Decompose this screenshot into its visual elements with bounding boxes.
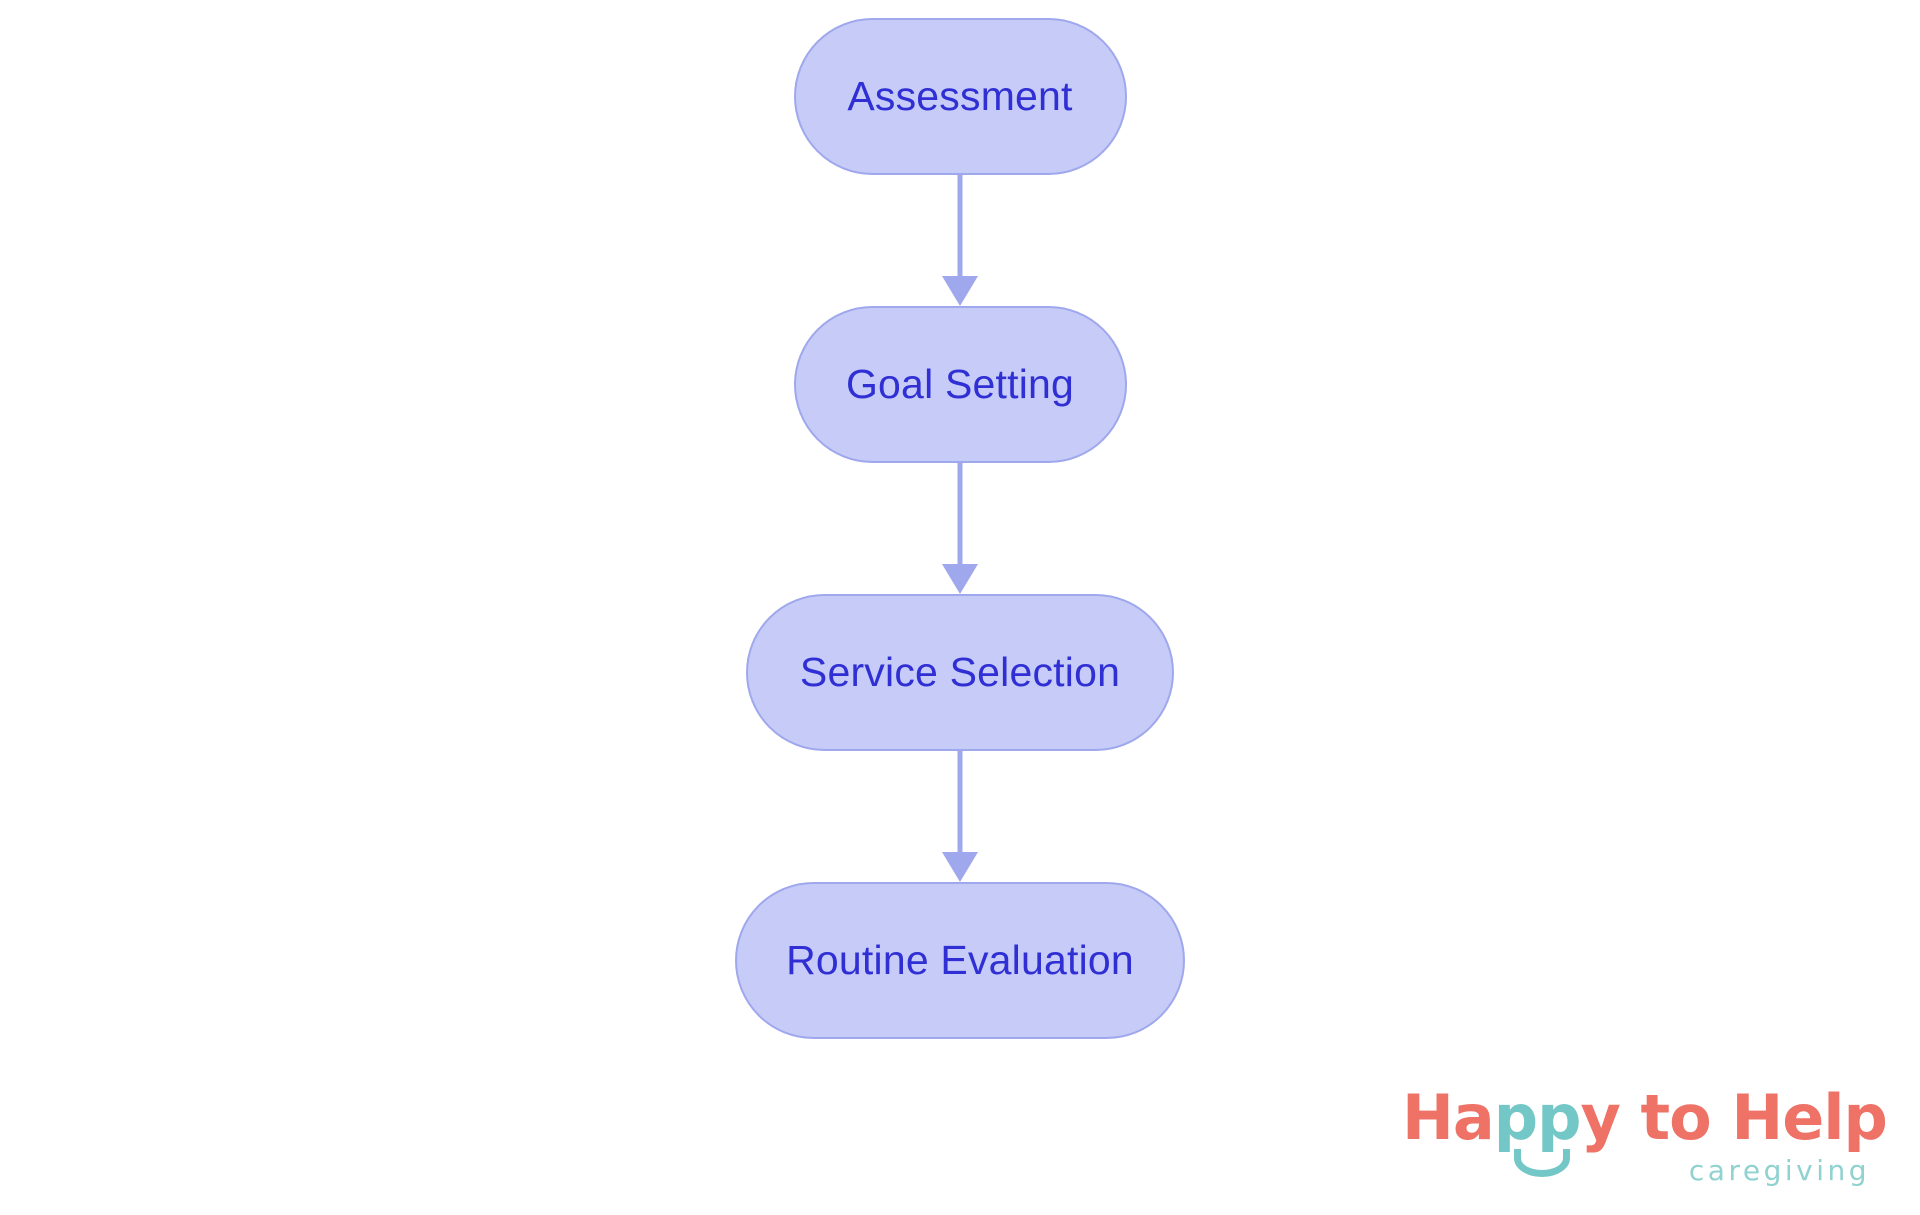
logo-word-part-1: Ha <box>1402 1081 1495 1154</box>
flow-connector-service-selection-to-routine-evaluation <box>940 751 980 882</box>
brand-logo: Happy to Help caregiving <box>1402 1087 1888 1197</box>
flow-node-assessment[interactable]: Assessment <box>793 18 1127 175</box>
flow-node-label: Assessment <box>847 73 1073 119</box>
flow-connector-assessment-to-goal-setting <box>940 175 980 306</box>
flow-node-service-selection[interactable]: Service Selection <box>746 594 1174 751</box>
flow-node-label: Goal Setting <box>845 361 1075 407</box>
flow-column: Assessment Goal Setting Service Selectio… <box>0 18 1920 1039</box>
flow-node-goal-setting[interactable]: Goal Setting <box>793 306 1127 463</box>
connector-line <box>957 751 963 855</box>
connector-line <box>957 463 963 567</box>
logo-wordmark: Happy to Help <box>1402 1087 1888 1149</box>
logo-word-part-3: y to He <box>1580 1081 1825 1154</box>
down-arrow-icon <box>942 852 978 882</box>
flow-node-routine-evaluation[interactable]: Routine Evaluation <box>735 882 1185 1039</box>
logo-word-part-5: p <box>1843 1081 1888 1154</box>
logo-word-part-2: pp <box>1493 1081 1582 1154</box>
down-arrow-icon <box>942 564 978 594</box>
flow-connector-goal-setting-to-service-selection <box>940 463 980 594</box>
connector-line <box>957 175 963 279</box>
logo-tagline: caregiving <box>1688 1154 1870 1187</box>
down-arrow-icon <box>942 276 978 306</box>
flow-node-label: Routine Evaluation <box>786 937 1134 983</box>
flow-node-label: Service Selection <box>799 649 1121 695</box>
smile-icon <box>1514 1149 1570 1177</box>
logo-word-part-4: l <box>1823 1081 1844 1154</box>
